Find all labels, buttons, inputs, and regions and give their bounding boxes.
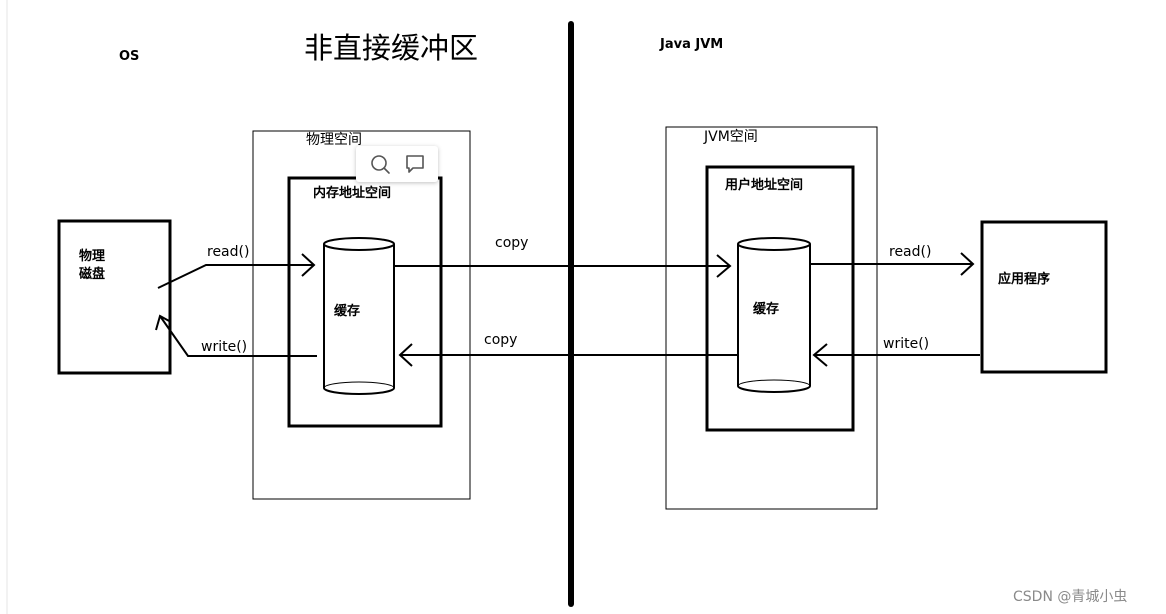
diagram-title: 非直接缓冲区 xyxy=(304,31,479,65)
arrow-write-right xyxy=(812,343,980,367)
user-space-label: 用户地址空间 xyxy=(725,178,804,193)
physical-disk-box xyxy=(57,219,172,375)
physical-space-box xyxy=(252,130,471,500)
disk-label-line1: 物理 xyxy=(79,249,106,264)
watermark: CSDN @青城小虫 xyxy=(1013,589,1128,605)
os-label: OS xyxy=(119,49,140,64)
arrow-copy-top xyxy=(395,254,732,278)
application-label: 应用程序 xyxy=(998,272,1051,287)
copy-top-label: copy xyxy=(495,235,529,251)
jvm-label: Java JVM xyxy=(660,37,724,52)
write-left-label: write() xyxy=(201,339,248,355)
physical-space-label: 物理空间 xyxy=(306,132,362,148)
write-right-label: write() xyxy=(883,336,930,352)
arrow-write-left xyxy=(155,314,317,357)
disk-label-line2: 磁盘 xyxy=(79,267,106,282)
arrow-read-left xyxy=(157,253,316,289)
read-right-label: read() xyxy=(889,244,932,260)
search-icon[interactable] xyxy=(368,152,392,176)
cache-cylinder-right xyxy=(737,237,811,393)
read-left-label: read() xyxy=(207,244,250,260)
arrow-copy-bottom xyxy=(398,343,737,367)
hover-toolbar xyxy=(356,146,438,182)
cache-right-label: 缓存 xyxy=(753,302,780,317)
memory-space-box xyxy=(287,176,443,428)
user-space-box xyxy=(705,165,855,432)
cache-cylinder-left xyxy=(323,237,395,395)
memory-space-label: 内存地址空间 xyxy=(313,186,392,201)
comment-icon[interactable] xyxy=(403,152,427,176)
jvm-space-label: JVM空间 xyxy=(704,129,758,145)
cache-left-label: 缓存 xyxy=(334,304,361,319)
application-box xyxy=(980,220,1108,374)
copy-bottom-label: copy xyxy=(484,332,518,348)
arrow-read-right xyxy=(810,252,975,276)
jvm-space-box xyxy=(665,126,878,510)
